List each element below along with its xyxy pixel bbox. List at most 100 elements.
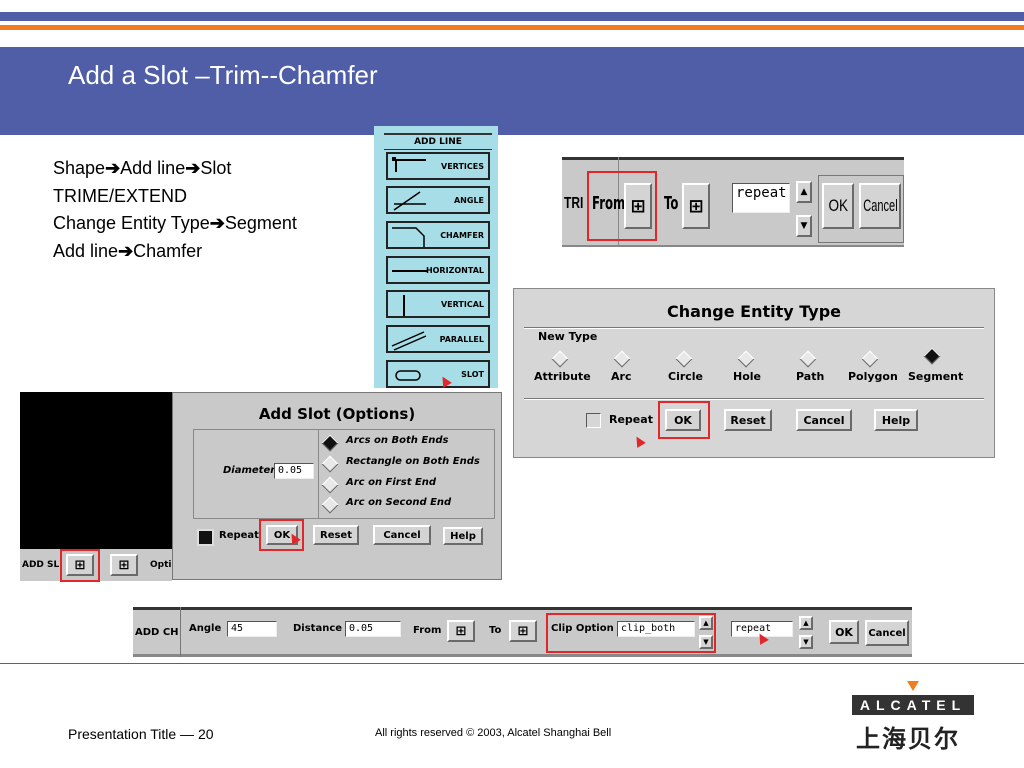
up-arrow-icon: ▲ — [800, 187, 808, 197]
vertices-button[interactable]: VERTICES — [386, 152, 490, 180]
add-slot-label: ADD SL — [22, 560, 60, 570]
scroll-up-button[interactable]: ▲ — [796, 181, 812, 203]
header-band — [0, 47, 1024, 135]
arrow-icon: ➔ — [185, 158, 201, 178]
item-label: CHAMFER — [440, 231, 484, 240]
add-slot-toolbar: ADD SL ⊞ ⊞ Opti — [20, 549, 172, 581]
option-label: Arc on Second End — [346, 497, 452, 508]
alcatel-logo: ALCATEL 上海贝尔 — [852, 681, 974, 753]
down-arrow-icon: ▼ — [803, 638, 809, 646]
segment-radio[interactable] — [923, 347, 941, 365]
angle-button[interactable]: ANGLE — [386, 186, 490, 214]
change-entity-dialog: Change Entity Type New Type Attribute Ar… — [513, 288, 995, 458]
repeat-label: Repeat — [609, 413, 653, 426]
button-label: Cancel — [862, 196, 898, 215]
brand-chinese: 上海贝尔 — [856, 724, 960, 753]
chamfer-ok-button[interactable]: OK — [829, 620, 859, 644]
trim-label: TRI — [564, 195, 584, 212]
repeat-checkbox[interactable] — [586, 413, 601, 428]
option-label: Arc — [611, 370, 632, 383]
repeat-down-button[interactable]: ▼ — [799, 635, 813, 649]
clip-up-button[interactable]: ▲ — [699, 616, 713, 630]
new-type-label: New Type — [538, 330, 598, 343]
arrow-icon: ➔ — [105, 158, 121, 178]
bullet-text: Add line — [53, 240, 119, 261]
parallel-button[interactable]: PARALLEL — [386, 325, 490, 353]
angle-field[interactable]: 45 — [227, 621, 277, 637]
item-label: PARALLEL — [439, 335, 484, 344]
to-pick-button[interactable]: ⊞ — [682, 183, 710, 229]
trim-cancel-button[interactable]: Cancel — [859, 183, 901, 229]
bullet-text: Change Entity Type — [53, 213, 210, 233]
option-label: Circle — [668, 370, 704, 383]
chamfer-from-button[interactable]: ⊞ — [447, 620, 475, 642]
chamfer-cancel-button[interactable]: Cancel — [865, 620, 909, 646]
option-label: Hole — [733, 370, 761, 383]
bullet-1: Shape➔Add line➔Slot — [53, 155, 297, 183]
slot-button[interactable]: SLOT — [386, 360, 490, 388]
add-line-header: ADD LINE — [384, 133, 492, 150]
item-label: ANGLE — [453, 196, 484, 205]
option-label: Polygon — [848, 370, 898, 383]
polygon-radio[interactable] — [861, 350, 879, 368]
repeat-field[interactable]: repeat — [732, 183, 790, 213]
angle-icon — [393, 191, 426, 211]
button-label: OK — [674, 413, 692, 427]
scroll-down-button[interactable]: ▼ — [796, 215, 812, 237]
trim-ok-button[interactable]: OK — [822, 183, 854, 229]
to-label: To — [489, 625, 502, 636]
slot-pick-button[interactable]: ⊞ — [66, 554, 94, 576]
crosshair-icon: ⊞ — [74, 557, 86, 573]
down-arrow-icon: ▼ — [800, 221, 808, 231]
crosshair-icon: ⊞ — [688, 195, 704, 217]
drawing-canvas[interactable] — [20, 392, 172, 550]
repeat-field[interactable]: repeat — [731, 621, 793, 637]
slot-reset-button[interactable]: Reset — [313, 525, 359, 545]
cet-ok-highlight — [658, 401, 710, 439]
horizontal-button[interactable]: HORIZONTAL — [386, 256, 490, 284]
circle-radio[interactable] — [675, 350, 693, 368]
bullet-4: Add line➔Chamfer — [53, 238, 297, 266]
repeat-up-button[interactable]: ▲ — [799, 616, 813, 630]
footer-copyright: All rights reserved © 2003, Alcatel Shan… — [375, 727, 612, 739]
slide-title: Add a Slot –Trim--Chamfer — [68, 60, 378, 90]
chamfer-button[interactable]: CHAMFER — [386, 221, 490, 249]
repeat-label: Repeat — [219, 530, 259, 541]
from-pick-button[interactable]: ⊞ — [624, 183, 652, 229]
dialog-title: Change Entity Type — [666, 302, 842, 321]
from-label: From — [592, 193, 626, 214]
bullet-text: Segment — [224, 213, 297, 233]
item-label: VERTICES — [441, 162, 484, 171]
from-label: From — [413, 625, 442, 636]
button-label: Cancel — [383, 529, 421, 541]
distance-field[interactable]: 0.05 — [345, 621, 401, 637]
slot-pick-button-2[interactable]: ⊞ — [110, 554, 138, 576]
from-highlight — [587, 171, 657, 241]
clip-down-button[interactable]: ▼ — [699, 635, 713, 649]
to-label: To — [664, 193, 679, 214]
arrow-icon: ➔ — [118, 240, 134, 261]
slot-help-button[interactable]: Help — [443, 527, 483, 545]
repeat-checkbox[interactable] — [197, 529, 214, 546]
button-label: Reset — [730, 413, 766, 427]
chamfer-to-button[interactable]: ⊞ — [509, 620, 537, 642]
cet-ok-button[interactable]: OK — [665, 409, 701, 431]
slot-cancel-button[interactable]: Cancel — [373, 525, 431, 545]
button-label: Help — [450, 530, 476, 542]
up-arrow-icon: ▲ — [703, 619, 709, 627]
cet-cancel-button[interactable]: Cancel — [796, 409, 852, 431]
diameter-field[interactable]: 0.05 — [274, 463, 314, 479]
cet-reset-button[interactable]: Reset — [724, 409, 772, 431]
button-label: Cancel — [803, 413, 845, 427]
add-slot-dialog: Add Slot (Options) Diameter 0.05 Arcs on… — [172, 392, 502, 580]
hole-radio[interactable] — [737, 350, 755, 368]
crosshair-icon: ⊞ — [118, 557, 130, 573]
slot-pick-highlight — [60, 549, 100, 582]
slot-ok-button[interactable]: OK — [266, 525, 298, 545]
arc-radio[interactable] — [613, 350, 631, 368]
path-radio[interactable] — [799, 350, 817, 368]
cet-help-button[interactable]: Help — [874, 409, 918, 431]
vertical-button[interactable]: VERTICAL — [386, 290, 490, 318]
clip-option-field[interactable]: clip_both — [617, 621, 695, 637]
attribute-radio[interactable] — [551, 350, 569, 368]
